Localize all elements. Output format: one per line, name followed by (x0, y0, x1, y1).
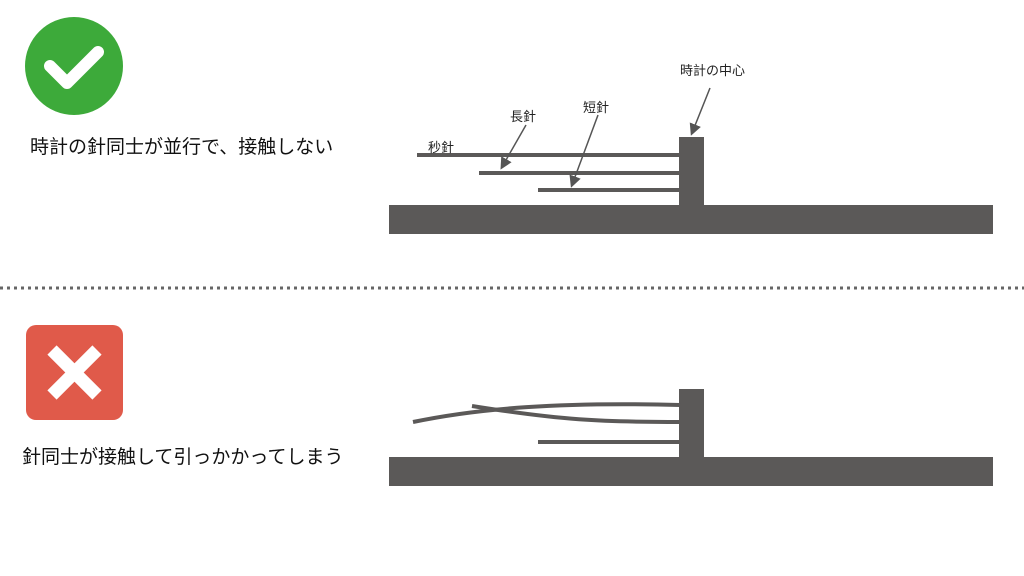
hour-arrow (569, 114, 599, 188)
minute-label: 長針 (510, 110, 537, 125)
second-hand-bent (412, 402, 681, 424)
clock-base (389, 205, 993, 234)
second-hand (417, 153, 679, 157)
clock-center-post (679, 137, 704, 205)
good-caption: 時計の針同士が並行で、接触しない (30, 136, 334, 158)
hour-hand (538, 188, 679, 192)
check-icon (25, 17, 123, 115)
center-label: 時計の中心 (680, 64, 746, 79)
clock-base (389, 457, 993, 486)
minute-arrow (500, 124, 527, 170)
bad-caption: 針同士が接触して引っかかってしまう (22, 446, 344, 468)
hour-label: 短針 (583, 101, 610, 116)
hour-hand (538, 440, 679, 444)
minute-hand-bent (471, 404, 681, 424)
center-arrow (689, 87, 711, 136)
touching-hands-diagram (389, 389, 993, 486)
cross-icon (26, 325, 123, 420)
minute-hand (479, 171, 679, 175)
parallel-hands-diagram (389, 87, 993, 234)
second-label: 秒針 (428, 141, 455, 156)
clock-center-post (679, 389, 704, 457)
